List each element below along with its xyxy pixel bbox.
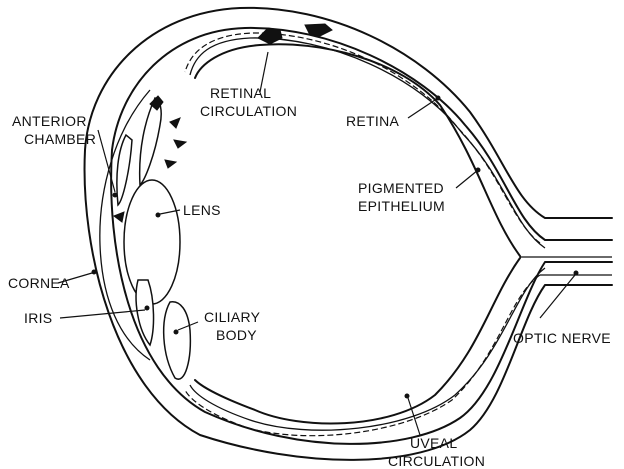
dot-ciliary-body xyxy=(174,330,179,335)
dot-anterior-chamber xyxy=(113,193,118,198)
label-anterior-chamber-2: CHAMBER xyxy=(24,131,96,147)
arrow-4 xyxy=(114,212,124,222)
label-retina: RETINA xyxy=(346,113,399,129)
dot-iris xyxy=(145,306,150,311)
ciliary-lower xyxy=(164,302,191,379)
arrow-2 xyxy=(174,140,186,148)
label-pigmented-epithelium-2: EPITHELIUM xyxy=(358,198,445,214)
label-uveal-circulation-1: UVEAL xyxy=(410,435,457,451)
label-iris: IRIS xyxy=(24,310,52,326)
vessel-top-2 xyxy=(305,24,332,36)
ciliary-upper xyxy=(140,98,162,185)
iris-upper xyxy=(117,135,132,205)
dot-retina xyxy=(436,96,441,101)
dot-lens xyxy=(156,213,161,218)
leader-optic-nerve xyxy=(540,275,575,318)
leader-uveal-circulation xyxy=(408,398,420,435)
label-retinal-circulation-1: RETINAL xyxy=(210,85,271,101)
leader-retina xyxy=(408,98,438,118)
vessel-top-1 xyxy=(258,28,282,44)
sclera-inner-outline xyxy=(111,28,612,444)
arrow-1 xyxy=(170,118,180,128)
dot-uveal-circulation xyxy=(405,394,410,399)
dot-optic-nerve xyxy=(574,271,579,276)
retina-layer xyxy=(195,44,520,423)
label-cornea: CORNEA xyxy=(8,275,70,291)
label-pigmented-epithelium-1: PIGMENTED xyxy=(358,180,444,196)
leader-pigmented-epithelium xyxy=(456,170,478,188)
iris-lower xyxy=(136,280,153,345)
label-optic-nerve: OPTIC NERVE xyxy=(513,330,611,346)
label-ciliary-body-1: CILIARY xyxy=(204,309,261,325)
label-retinal-circulation-2: CIRCULATION xyxy=(200,103,297,119)
lens-shape xyxy=(124,180,180,304)
label-ciliary-body-2: BODY xyxy=(216,327,257,343)
dot-pigmented-epithelium xyxy=(476,168,481,173)
label-anterior-chamber-1: ANTERIOR xyxy=(12,113,87,129)
dot-cornea xyxy=(92,270,97,275)
label-lens: LENS xyxy=(183,202,221,218)
arrow-3 xyxy=(165,160,176,168)
label-uveal-circulation-2: CIRCULATION xyxy=(388,453,485,469)
